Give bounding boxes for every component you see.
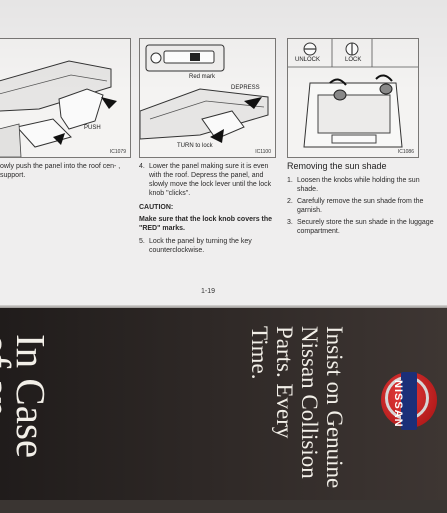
column-left: owly push the panel into the roof cen- ,… xyxy=(0,162,128,183)
turn-to-lock-label: TURN to lock xyxy=(176,143,214,149)
sun-shade-illustration xyxy=(288,39,418,148)
step-3-text: owly push the panel into the roof cen- ,… xyxy=(0,163,121,179)
caution-text: Make sure that the lock knob covers the … xyxy=(139,216,273,232)
roof-push-illustration xyxy=(0,60,117,157)
column-middle: 4. Lower the panel making sure it is eve… xyxy=(139,162,275,258)
section-heading: Removing the sun shade xyxy=(287,161,387,171)
step-number: 5. xyxy=(139,238,145,245)
item-number: 1. xyxy=(287,177,293,184)
list-item: 1. Loosen the knobs while holding the su… xyxy=(287,176,437,194)
caution-title: CAUTION: xyxy=(139,204,174,211)
brochure-tagline: Insist on Genuine Nissan Collision Parts… xyxy=(247,326,347,489)
logo-brand-text: NISSAN xyxy=(392,380,404,428)
lock-lever-illustration xyxy=(140,44,269,143)
manual-page: PUSH IC1079 Red mark DEPRESS TURN to loc… xyxy=(0,0,447,308)
figure-code: IC1079 xyxy=(109,149,126,155)
brochure-headline: In Case of an Accident... xyxy=(0,334,54,459)
step-4: 4. Lower the panel making sure it is eve… xyxy=(139,162,275,198)
step-text: Lower the panel making sure it is even w… xyxy=(149,163,272,197)
figure-panel-lock: Red mark DEPRESS TURN to lock IC1100 xyxy=(139,38,276,158)
item-text: Securely store the sun shade in the lugg… xyxy=(297,219,434,235)
item-number: 3. xyxy=(287,219,293,226)
figure-panel-push: PUSH IC1079 xyxy=(0,38,131,158)
list-item: 2. Carefully remove the sun shade from t… xyxy=(287,197,437,215)
brochure-cover xyxy=(0,308,447,500)
unlock-label: UNLOCK xyxy=(294,57,322,63)
item-text: Carefully remove the sun shade from the … xyxy=(297,198,424,214)
step-text: Lock the panel by turning the key counte… xyxy=(149,238,252,254)
lock-label: LOCK xyxy=(344,57,363,63)
item-number: 2. xyxy=(287,198,293,205)
bleed-through-text xyxy=(265,4,445,26)
figure-code: IC1100 xyxy=(255,149,271,155)
step-number: 4. xyxy=(139,163,145,170)
depress-label: DEPRESS xyxy=(230,85,261,91)
figure-code: IC1086 xyxy=(397,149,414,155)
column-right: Removing the sun shade 1. Loosen the kno… xyxy=(287,162,437,239)
item-text: Loosen the knobs while holding the sun s… xyxy=(297,177,420,193)
page-number: 1-19 xyxy=(201,288,216,295)
step-5: 5. Lock the panel by turning the key cou… xyxy=(139,237,275,255)
red-mark-label: Red mark xyxy=(188,74,217,80)
figure-sun-shade: UNLOCK LOCK IC1086 xyxy=(287,38,419,158)
list-item: 3. Securely store the sun shade in the l… xyxy=(287,218,437,236)
logo-bar xyxy=(401,372,417,430)
push-label: PUSH xyxy=(83,125,102,131)
